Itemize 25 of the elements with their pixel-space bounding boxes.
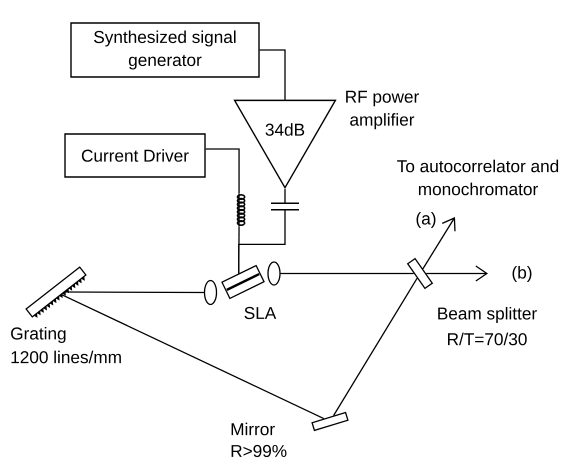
- spec-label: 1200 lines/mm: [12, 350, 121, 364]
- spec-label: R>99%: [232, 444, 286, 458]
- edge-label: (b): [512, 266, 532, 282]
- capacitor-symbol: [271, 202, 299, 211]
- beam-line: [280, 272, 414, 274]
- beam-line: [65, 291, 204, 294]
- arrow: [422, 216, 456, 270]
- wire: [260, 49, 286, 100]
- wire: [238, 210, 286, 274]
- part-label: Mirror: [232, 422, 275, 436]
- beam-line: [61, 294, 324, 420]
- part-label: SLA: [244, 306, 276, 320]
- generator-box: Synthesized signal generator: [70, 22, 260, 78]
- beam-line: [333, 278, 418, 416]
- driver-box: Current Driver: [64, 133, 206, 178]
- part-label: Grating: [11, 326, 66, 343]
- wire: [206, 148, 240, 194]
- edge-label: (a): [416, 212, 436, 228]
- arrow: [426, 265, 488, 282]
- coil-symbol: [236, 194, 246, 226]
- caption-text: RF power amplifier: [346, 90, 419, 130]
- note-text: To autocorrelator and monochromator: [397, 160, 558, 196]
- wire: [284, 189, 286, 204]
- spec-label: R/T=70/30: [448, 332, 527, 346]
- part-label: Beam splitter: [438, 306, 537, 323]
